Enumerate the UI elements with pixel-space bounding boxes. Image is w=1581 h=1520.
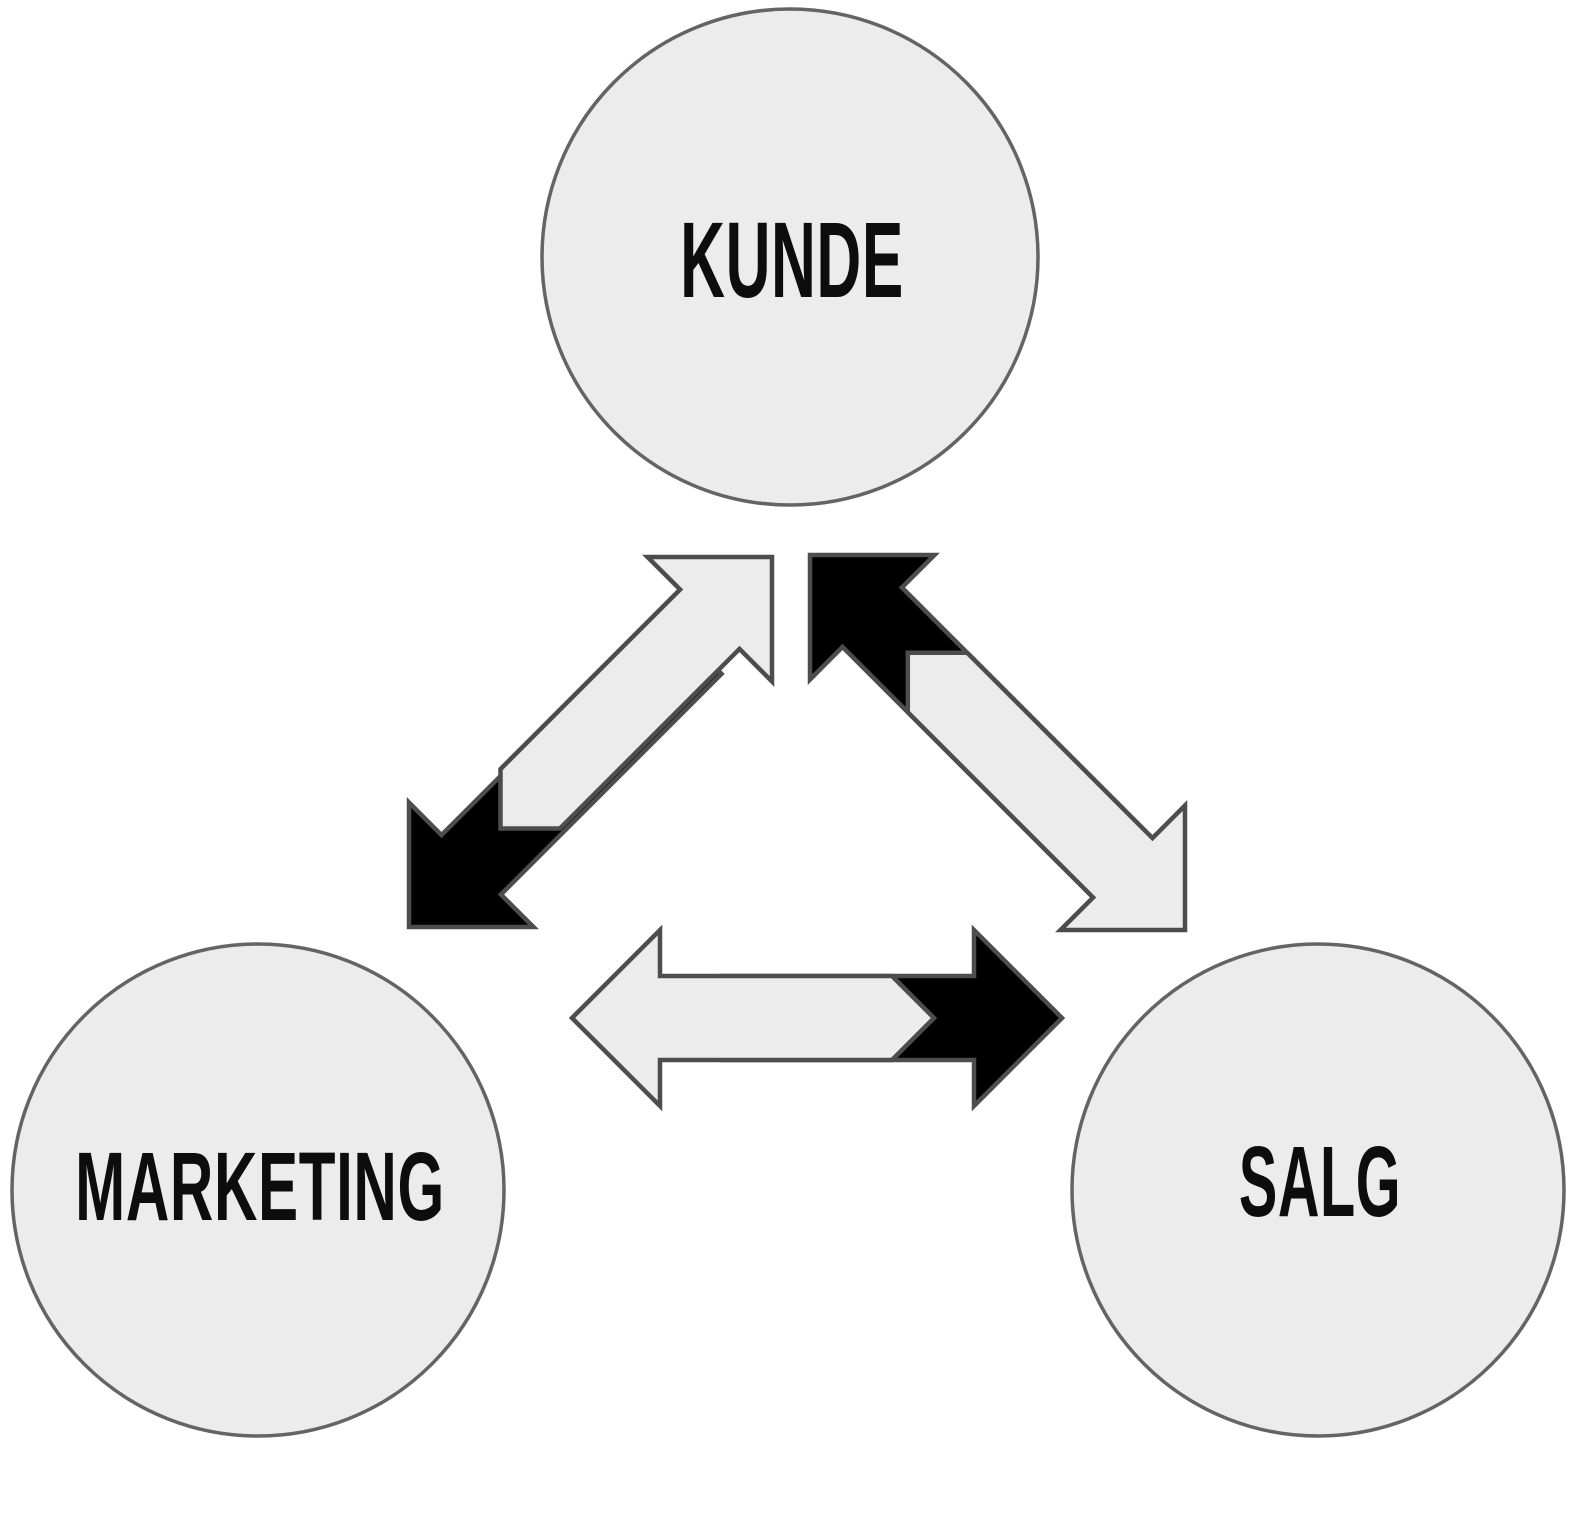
marketing-circle [10, 942, 506, 1438]
connection-arrows [406, 552, 1188, 1112]
kunde-circle [540, 7, 1040, 507]
light-arrow-to-marketing [568, 924, 938, 1112]
marketing-label: MARKETING [75, 1133, 445, 1241]
salg-label: SALG [1239, 1127, 1401, 1239]
light-arrow-to-salg [905, 650, 1188, 933]
salg-circle [1070, 942, 1566, 1438]
light-arrow-to-kunde [498, 554, 775, 831]
kunde-label: KUNDE [680, 199, 904, 320]
